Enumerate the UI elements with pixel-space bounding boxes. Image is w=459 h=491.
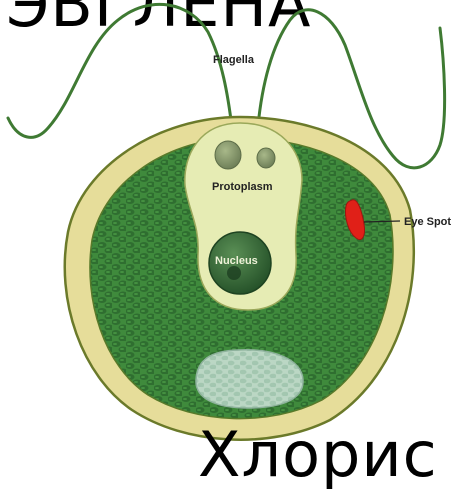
label-protoplasm: Protoplasm (212, 181, 273, 193)
euglena-diagram: Flagella Protoplasm Nucleus Eye Spot (0, 0, 459, 453)
granule-large (215, 141, 241, 169)
granule-small (257, 148, 275, 168)
label-eye-spot: Eye Spot (404, 216, 451, 228)
flagellum-left (8, 4, 232, 137)
contractile-vacuole (196, 350, 303, 408)
label-flagella: Flagella (213, 54, 255, 66)
euglena-slide: ЭВГЛЕНА (0, 0, 459, 453)
slide-title-bottom: Хлорис (198, 424, 438, 486)
label-nucleus: Nucleus (215, 255, 258, 267)
nucleolus (227, 266, 241, 280)
